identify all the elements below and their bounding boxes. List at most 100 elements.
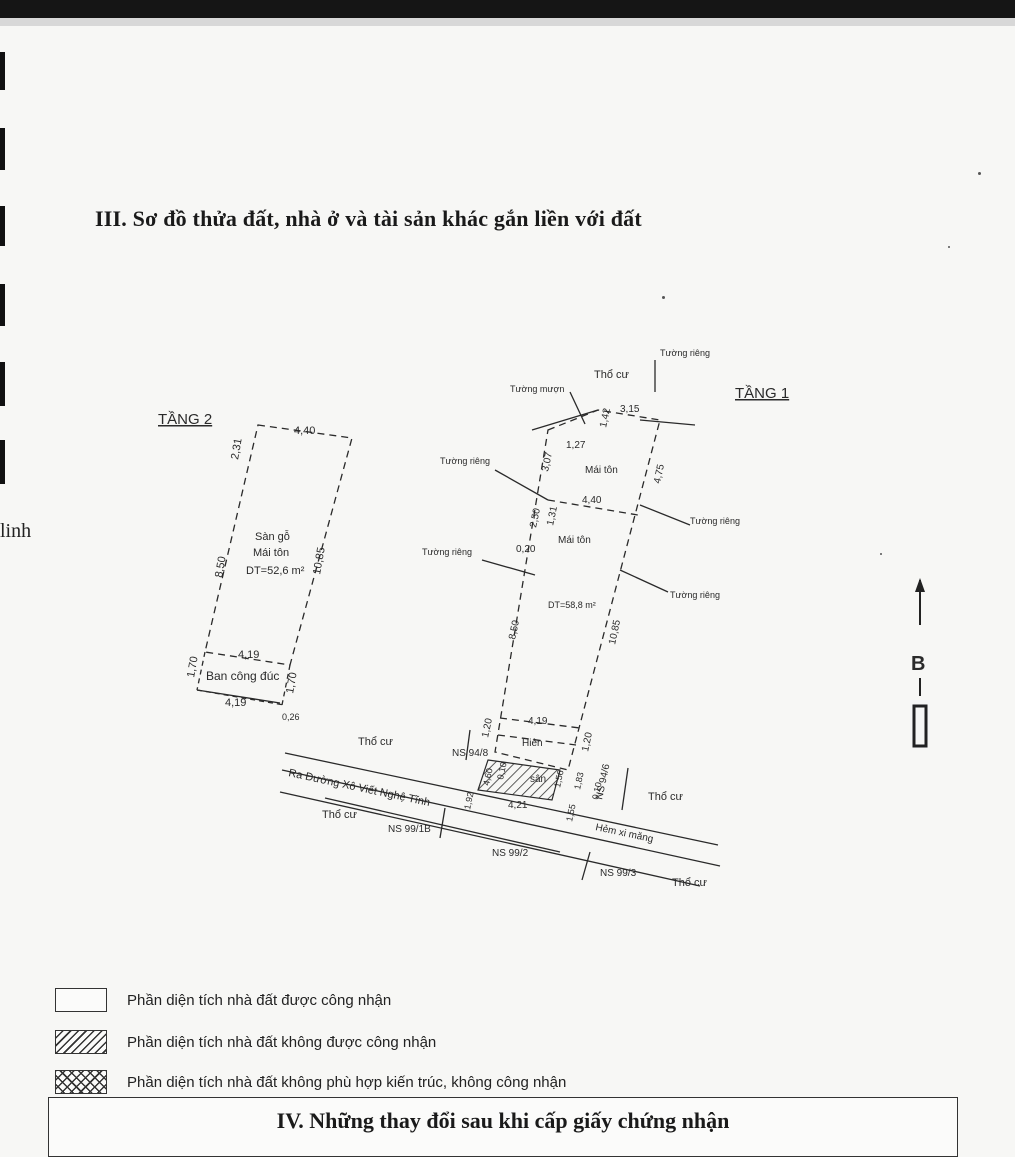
floor2-bottom-width: 4,19 <box>238 649 259 661</box>
road-line <box>279 791 701 887</box>
legend-swatch-cross <box>55 1070 107 1094</box>
floor2-right-seg: 10,85 <box>311 546 328 575</box>
floor1-yard-inner: 0,10 <box>495 761 508 780</box>
road-line <box>284 752 719 846</box>
tho-cu-right: Thổ cư <box>648 791 684 803</box>
ns-94-8: NS 94/8 <box>452 748 489 759</box>
margin-text-fragment: linh <box>0 520 32 542</box>
legend-swatch-plain <box>55 988 107 1012</box>
floor2-balcony-line <box>281 664 291 706</box>
floor1-area: DT=58,8 m² <box>548 600 596 610</box>
legend-text: Phần diện tích nhà đất không phù hợp kiế… <box>127 1073 567 1091</box>
floor1-tuong-rieng-top: Tường riêng <box>660 348 710 358</box>
floor1-left-seg-upper: 3,07 <box>540 451 555 473</box>
top-bar-shadow <box>0 18 1015 26</box>
floor1-porch-right: 1,20 <box>580 731 595 753</box>
left-margin-mark <box>0 284 5 326</box>
floor1-outline <box>494 409 661 771</box>
scan-speck <box>948 246 950 248</box>
floor1-roof-divider <box>547 499 639 516</box>
floor1-right-seg-main: 10,85 <box>607 618 623 645</box>
floor2-balcony-label: Ban công đúc <box>206 669 279 683</box>
section-title: III. Sơ đồ thửa đất, nhà ở và tài sản kh… <box>95 206 642 231</box>
floor2-balcony-right: 1,70 <box>284 671 300 694</box>
floor1-roof-mid: Mái tôn <box>558 535 591 546</box>
floor1-tho-cu-top: Thổ cư <box>594 369 630 381</box>
floor1-top-left-seg: 1,27 <box>566 440 586 451</box>
floor1-left-seg-main: 8,50 <box>507 619 522 641</box>
floor1-tuong-rieng-right1: Tường riêng <box>690 516 740 526</box>
floor1-top-width: 3,15 <box>620 404 640 415</box>
floor2-balcony-line <box>196 689 285 706</box>
left-margin-mark <box>0 206 5 246</box>
floor2-balcony-line <box>196 651 206 691</box>
floor2-area: DT=52,6 m² <box>246 565 305 577</box>
legend-item: Phần diện tích nhà đất được công nhận <box>55 988 391 1012</box>
north-label: B <box>911 653 925 675</box>
floor1-top-right-seg: 1,42 <box>598 407 613 429</box>
ref-line <box>481 559 536 576</box>
floor1-porch-line <box>499 717 581 729</box>
ns-99-1b: NS 99/1B <box>388 824 431 835</box>
floor2-label: TẦNG 2 <box>158 411 212 428</box>
floor2-balcony-width: 4,19 <box>225 697 246 709</box>
ns-94-6: NS 94/6 <box>594 763 612 801</box>
floor1-left-seg-mid2: 1,31 <box>545 505 560 527</box>
floor2-balcony-left: 1,70 <box>185 655 201 678</box>
ref-line <box>621 767 629 811</box>
legend-swatch-hatch <box>55 1030 107 1054</box>
tho-cu-lower-right: Thổ cư <box>672 877 708 889</box>
floor1-yard-label: sân <box>530 774 546 785</box>
ns-99-2: NS 99/2 <box>492 848 529 859</box>
floor2-corner-value: 0,26 <box>282 712 300 722</box>
floor1-porch-width: 4,19 <box>528 716 548 727</box>
tho-cu-lower-left: Thổ cư <box>322 809 358 821</box>
floor1-porch-line <box>497 734 577 746</box>
balcony-solid-line <box>196 689 281 704</box>
floor1-offset: 0,20 <box>516 544 536 555</box>
floor2-roof: Mái tôn <box>253 547 289 559</box>
floor1-roof-upper: Mái tôn <box>585 465 618 476</box>
scan-speck <box>880 553 882 555</box>
floor1-tuong-rieng-left1: Tường riêng <box>440 456 490 466</box>
road-line <box>281 769 721 867</box>
floor1-road-left: 1,92 <box>462 791 475 810</box>
scan-speck <box>978 172 981 175</box>
legend-text: Phần diện tích nhà đất không được công n… <box>127 1033 437 1051</box>
floor1-right-seg-upper: 4,75 <box>652 463 667 485</box>
ns-99-3: NS 99/3 <box>600 868 637 879</box>
floor1-porch-left: 1,20 <box>480 717 495 739</box>
left-margin-mark <box>0 52 5 90</box>
ref-line <box>439 807 446 839</box>
ref-line <box>465 729 471 761</box>
floor1-tuong-rieng-right2: Tường riêng <box>670 590 720 600</box>
floor2-left-top-seg: 2,31 <box>229 437 245 460</box>
legend-text: Phần diện tích nhà đất được công nhận <box>127 991 392 1009</box>
floor1-tuong-rieng-left2: Tường riêng <box>422 547 472 557</box>
floor1-yard-left: 4,60 <box>481 767 494 786</box>
ref-line <box>569 391 586 425</box>
ref-line <box>639 419 696 426</box>
floor1-yard-dim2: 1,83 <box>572 771 585 790</box>
road-name: Ra Đường Xô Viết Nghệ Tĩnh <box>287 767 431 809</box>
legend-item: Phần diện tích nhà đất không được công n… <box>55 1030 436 1054</box>
ref-line <box>531 409 599 431</box>
section-iv-title: IV. Những thay đổi sau khi cấp giấy chứn… <box>276 1108 730 1133</box>
ref-line <box>619 569 669 593</box>
tho-cu-left: Thổ cư <box>358 736 394 748</box>
scan-speck <box>662 296 665 299</box>
floor1-tuong-muon: Tường mượn <box>510 384 564 394</box>
floor1-label: TẦNG 1 <box>735 385 789 402</box>
floor1-porch-label: Hiên <box>522 738 543 749</box>
floor1-yard-dim3: 0,10 <box>590 781 603 800</box>
floor2-top-width: 4,40 <box>294 425 315 437</box>
left-margin-mark <box>0 440 5 484</box>
ref-line <box>494 469 549 501</box>
legend-item: Phần diện tích nhà đất không phù hợp kiế… <box>55 1070 566 1094</box>
floor1-yard-dim1: 1,56 <box>552 769 565 788</box>
north-arrow <box>912 578 928 748</box>
top-dark-bar <box>0 0 1015 18</box>
floor1-mid-width: 4,40 <box>582 495 602 506</box>
ref-line <box>639 504 691 526</box>
